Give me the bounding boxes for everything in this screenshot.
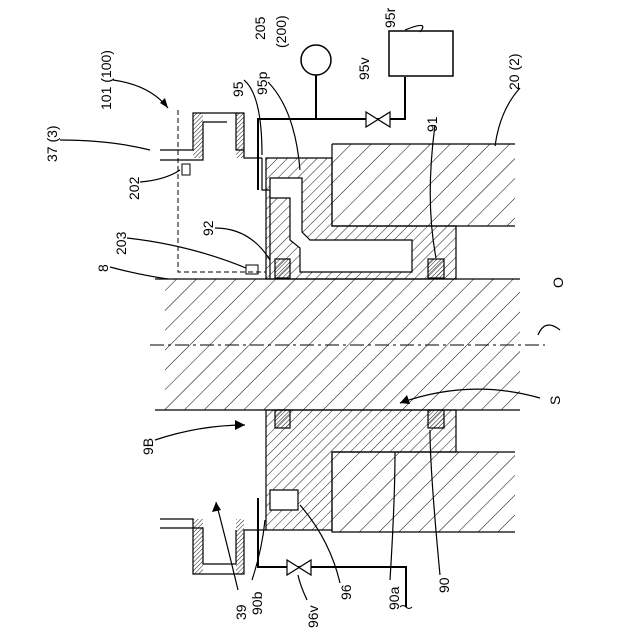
arrow-39 <box>212 502 238 590</box>
label-95: 95 <box>230 81 246 97</box>
label-9b: 9B <box>140 438 156 455</box>
o-ring-lower-right <box>428 410 444 428</box>
label-203: 203 <box>113 231 129 255</box>
duct-bottom <box>160 519 266 574</box>
sensor-202 <box>182 164 190 175</box>
passage-96 <box>270 490 298 510</box>
sensor-203 <box>246 265 258 274</box>
valve-95v <box>366 112 390 127</box>
label-101-100: 101 (100) <box>98 50 114 110</box>
label-39: 39 <box>233 604 249 620</box>
o-ring-91 <box>428 259 444 278</box>
label-95p: 95p <box>254 71 270 95</box>
reservoir-95r <box>389 31 453 76</box>
label-96v: 96v <box>305 605 321 628</box>
label-95v: 95v <box>356 57 372 80</box>
label-91: 91 <box>424 116 440 132</box>
label-96: 96 <box>338 584 354 600</box>
label-8: 8 <box>95 264 111 272</box>
label-o: O <box>550 277 566 288</box>
label-200: (200) <box>273 15 289 48</box>
label-20-2: 20 (2) <box>506 53 522 90</box>
label-202: 202 <box>126 176 142 200</box>
enclosure-dashed <box>178 110 266 272</box>
label-s: S <box>547 396 563 405</box>
label-37-3: 37 (3) <box>44 125 60 162</box>
duct-top <box>160 113 262 160</box>
valve-96v <box>287 560 311 575</box>
arrow-101 <box>113 80 168 108</box>
pressure-gauge-205 <box>301 45 331 75</box>
o-ring-lower-left <box>275 410 290 428</box>
label-90b: 90b <box>249 591 265 615</box>
label-205: 205 <box>252 16 268 40</box>
label-92: 92 <box>200 220 216 236</box>
label-90a: 90a <box>386 586 402 610</box>
label-95r: 95r <box>382 7 398 28</box>
arrow-9b <box>155 420 245 440</box>
o-ring-92 <box>275 259 290 278</box>
label-90: 90 <box>436 577 452 593</box>
